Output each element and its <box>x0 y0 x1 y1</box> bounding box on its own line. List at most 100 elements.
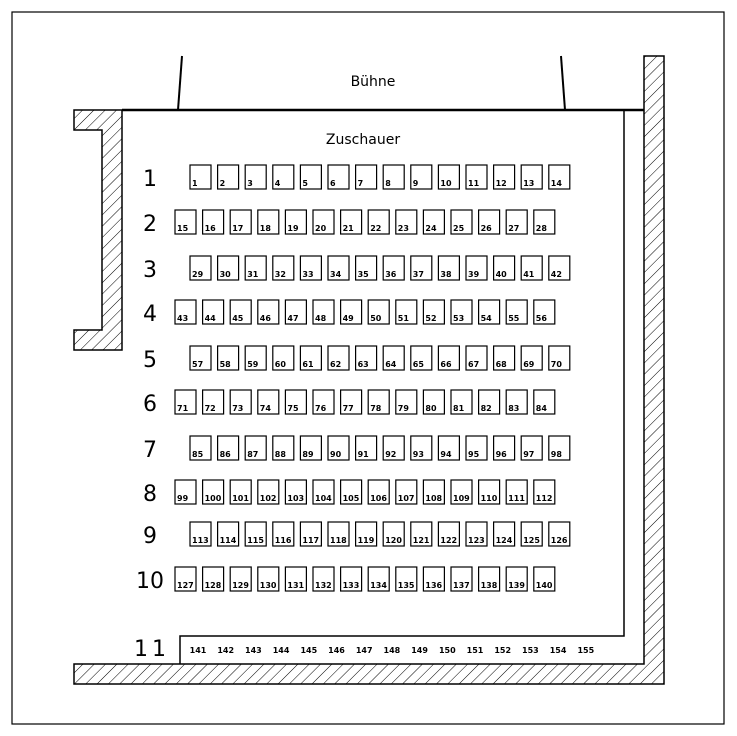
seat[interactable] <box>422 389 445 415</box>
seat[interactable] <box>422 566 445 592</box>
seat[interactable] <box>410 521 433 547</box>
seat[interactable] <box>299 255 322 281</box>
seat[interactable] <box>382 521 405 547</box>
seat[interactable] <box>437 521 460 547</box>
seat[interactable] <box>327 164 350 190</box>
seat[interactable] <box>478 299 501 325</box>
seat[interactable] <box>505 389 528 415</box>
seat[interactable] <box>189 345 212 371</box>
bench-seat-number[interactable]: 149 <box>411 646 428 655</box>
seat[interactable] <box>450 299 473 325</box>
seat[interactable] <box>395 566 418 592</box>
seat[interactable] <box>355 164 378 190</box>
seat[interactable] <box>355 345 378 371</box>
seat[interactable] <box>202 389 225 415</box>
seat[interactable] <box>340 479 363 505</box>
seat[interactable] <box>257 299 280 325</box>
seat[interactable] <box>217 521 240 547</box>
seat[interactable] <box>299 435 322 461</box>
bench-seat-number[interactable]: 148 <box>384 646 401 655</box>
seat[interactable] <box>437 255 460 281</box>
seat[interactable] <box>312 479 335 505</box>
seat[interactable] <box>189 255 212 281</box>
seat[interactable] <box>202 566 225 592</box>
seat[interactable] <box>340 299 363 325</box>
seat[interactable] <box>533 566 556 592</box>
seat[interactable] <box>284 566 307 592</box>
seat[interactable] <box>257 566 280 592</box>
seat[interactable] <box>367 299 390 325</box>
seat[interactable] <box>202 299 225 325</box>
seat[interactable] <box>244 435 267 461</box>
seat[interactable] <box>533 389 556 415</box>
seat[interactable] <box>437 164 460 190</box>
seat[interactable] <box>410 345 433 371</box>
seat[interactable] <box>244 521 267 547</box>
seat[interactable] <box>284 209 307 235</box>
seat[interactable] <box>465 164 488 190</box>
seat[interactable] <box>312 209 335 235</box>
seat[interactable] <box>533 299 556 325</box>
seat[interactable] <box>312 299 335 325</box>
seat[interactable] <box>312 389 335 415</box>
seat[interactable] <box>284 299 307 325</box>
seat[interactable] <box>465 255 488 281</box>
seat[interactable] <box>284 389 307 415</box>
seat[interactable] <box>422 479 445 505</box>
seat[interactable] <box>189 521 212 547</box>
seat[interactable] <box>340 566 363 592</box>
seat[interactable] <box>327 345 350 371</box>
bench-seat-number[interactable]: 143 <box>245 646 262 655</box>
seat[interactable] <box>174 299 197 325</box>
seat[interactable] <box>493 164 516 190</box>
seat[interactable] <box>257 209 280 235</box>
seat[interactable] <box>327 521 350 547</box>
seat[interactable] <box>189 164 212 190</box>
seat[interactable] <box>272 255 295 281</box>
seat[interactable] <box>548 164 571 190</box>
bench-seat-number[interactable]: 144 <box>273 646 290 655</box>
seat[interactable] <box>548 255 571 281</box>
seat[interactable] <box>367 209 390 235</box>
seat[interactable] <box>478 389 501 415</box>
seat[interactable] <box>548 521 571 547</box>
seat[interactable] <box>355 435 378 461</box>
bench-seat-number[interactable]: 150 <box>439 646 456 655</box>
seat[interactable] <box>478 209 501 235</box>
seat[interactable] <box>299 521 322 547</box>
seat[interactable] <box>478 479 501 505</box>
seat[interactable] <box>450 209 473 235</box>
seat[interactable] <box>272 164 295 190</box>
seat[interactable] <box>437 345 460 371</box>
seat[interactable] <box>244 255 267 281</box>
seat[interactable] <box>257 479 280 505</box>
seat[interactable] <box>299 345 322 371</box>
bench-seat-number[interactable]: 145 <box>300 646 317 655</box>
seat[interactable] <box>505 209 528 235</box>
seat[interactable] <box>257 389 280 415</box>
seat[interactable] <box>340 209 363 235</box>
seat[interactable] <box>520 255 543 281</box>
seat[interactable] <box>493 255 516 281</box>
seat[interactable] <box>340 389 363 415</box>
seat[interactable] <box>367 479 390 505</box>
seat[interactable] <box>229 299 252 325</box>
seat[interactable] <box>382 255 405 281</box>
seat[interactable] <box>548 345 571 371</box>
seat[interactable] <box>174 479 197 505</box>
seat[interactable] <box>437 435 460 461</box>
seat[interactable] <box>395 479 418 505</box>
bench-seat-number[interactable]: 155 <box>577 646 594 655</box>
seat[interactable] <box>450 566 473 592</box>
seat[interactable] <box>355 255 378 281</box>
seat[interactable] <box>174 566 197 592</box>
seat[interactable] <box>217 345 240 371</box>
seat[interactable] <box>505 479 528 505</box>
seat[interactable] <box>355 521 378 547</box>
seat[interactable] <box>478 566 501 592</box>
seat[interactable] <box>520 521 543 547</box>
seat[interactable] <box>217 255 240 281</box>
seat[interactable] <box>395 299 418 325</box>
seat[interactable] <box>505 566 528 592</box>
seat[interactable] <box>174 209 197 235</box>
